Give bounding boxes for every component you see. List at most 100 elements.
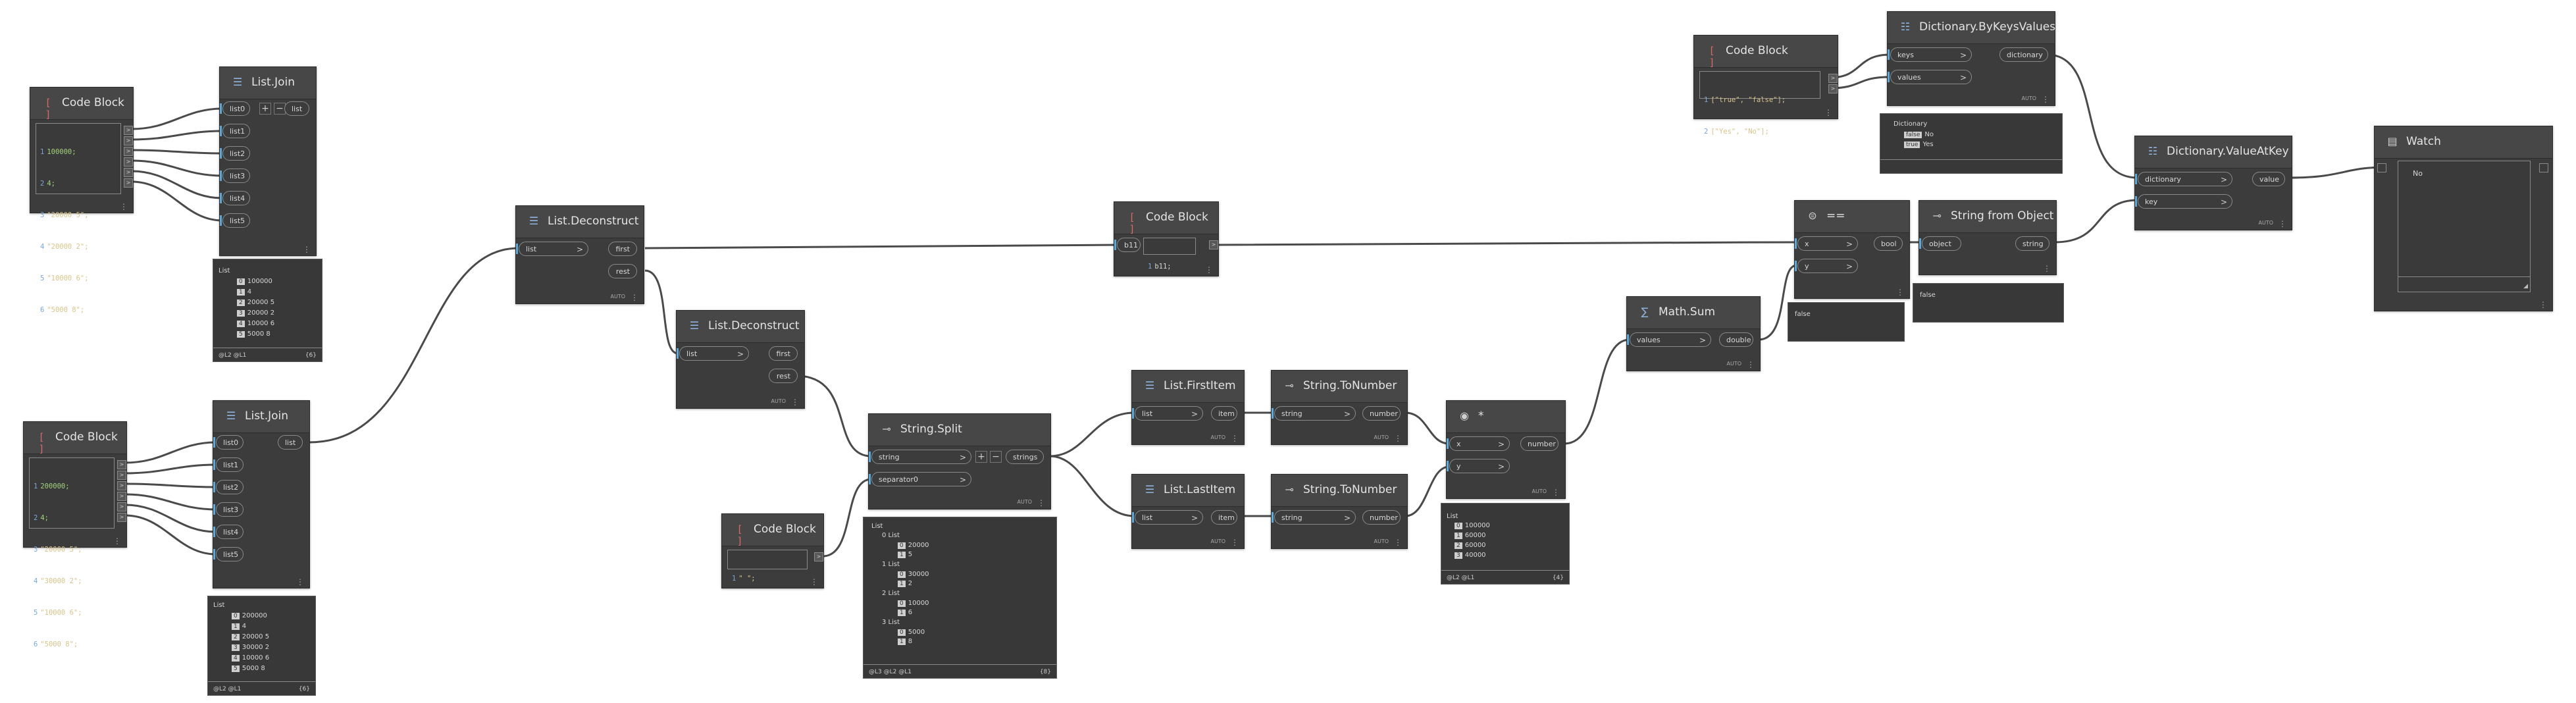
output-port[interactable]: > xyxy=(117,513,126,522)
more-options-icon[interactable]: ⋮ xyxy=(2043,264,2051,273)
node-header[interactable]: [ ] Code Block xyxy=(24,422,126,455)
input-port-dictionary[interactable]: dictionary> xyxy=(2135,172,2232,186)
input-port-list2[interactable]: list2 xyxy=(213,480,244,494)
output-port[interactable]: > xyxy=(117,460,126,469)
more-options-icon[interactable]: ⋮ xyxy=(2539,300,2547,309)
more-options-icon[interactable]: ⋮ xyxy=(1394,538,1402,547)
input-port-list[interactable]: list> xyxy=(516,242,588,256)
output-port[interactable] xyxy=(2539,163,2548,172)
input-port-separator[interactable]: separator0> xyxy=(869,472,971,486)
input-port-list4[interactable]: list4 xyxy=(220,191,250,205)
lacing-label[interactable]: AUTO xyxy=(2021,95,2036,101)
output-port-number[interactable]: number xyxy=(1362,406,1401,421)
lacing-label[interactable]: AUTO xyxy=(1374,434,1389,440)
output-port[interactable]: > xyxy=(124,147,133,156)
input-port-list[interactable]: list> xyxy=(1132,406,1203,421)
output-port-first[interactable]: first xyxy=(769,346,798,361)
node-header[interactable]: ∑ Math.Sum xyxy=(1627,297,1760,329)
more-options-icon[interactable]: ⋮ xyxy=(296,577,304,586)
math-sum-node[interactable]: ∑ Math.Sum values> double AUTO ⋮ xyxy=(1626,296,1761,371)
node-header[interactable]: ☷ Dictionary.ByKeysValues xyxy=(1888,12,2055,44)
input-port-y[interactable]: y> xyxy=(1795,259,1858,273)
add-input-button[interactable]: + xyxy=(975,451,987,463)
string-tonumber-node[interactable]: ⊸ String.ToNumber string> number AUTO ⋮ xyxy=(1271,474,1408,549)
output-port[interactable]: > xyxy=(124,126,133,135)
lacing-label[interactable]: AUTO xyxy=(1532,488,1547,494)
node-header[interactable]: ▤ Watch xyxy=(2375,126,2552,159)
list-deconstruct-node[interactable]: ☰ List.Deconstruct list> first rest AUTO… xyxy=(676,310,805,409)
more-options-icon[interactable]: ⋮ xyxy=(303,245,311,254)
node-header[interactable]: ☰ List.Join xyxy=(213,401,309,433)
lacing-label[interactable]: AUTO xyxy=(2258,220,2273,226)
input-port-list0[interactable]: list0 xyxy=(220,101,250,116)
output-port[interactable]: > xyxy=(1209,240,1218,249)
string-tonumber-node[interactable]: ⊸ String.ToNumber string> number AUTO ⋮ xyxy=(1271,370,1408,445)
multiply-node[interactable]: ◉ * x> number y> AUTO ⋮ xyxy=(1446,400,1566,499)
output-port-value[interactable]: value xyxy=(2252,172,2285,186)
more-options-icon[interactable]: ⋮ xyxy=(791,398,799,407)
output-port[interactable]: > xyxy=(124,178,133,188)
output-port-rest[interactable]: rest xyxy=(769,369,798,383)
input-port-list1[interactable]: list1 xyxy=(220,124,250,138)
code-block-node[interactable]: [ ] Code Block 1["true", "false"]; 2["Ye… xyxy=(1693,35,1838,136)
output-port[interactable]: > xyxy=(814,552,823,561)
code-block-node[interactable]: [ ] Code Block 1" "; > ⋮ xyxy=(721,513,824,588)
output-port-rest[interactable]: rest xyxy=(608,264,637,278)
lacing-label[interactable]: AUTO xyxy=(1210,538,1225,544)
input-port-list5[interactable]: list5 xyxy=(220,213,250,228)
output-port[interactable]: > xyxy=(1828,84,1838,93)
remove-input-button[interactable]: − xyxy=(990,451,1002,463)
output-port[interactable]: > xyxy=(117,471,126,480)
node-header[interactable]: ⊸ String.ToNumber xyxy=(1272,475,1407,507)
output-port[interactable]: > xyxy=(117,492,126,501)
output-port-double[interactable]: double xyxy=(1719,332,1753,347)
node-header[interactable]: ☷ Dictionary.ValueAtKey xyxy=(2135,136,2292,169)
output-port[interactable]: > xyxy=(117,502,126,511)
node-header[interactable]: ⊸ String from Object xyxy=(1919,201,2056,233)
input-port-y[interactable]: y> xyxy=(1447,459,1510,473)
node-header[interactable]: ☰ List.FirstItem xyxy=(1132,371,1244,403)
list-firstitem-node[interactable]: ☰ List.FirstItem list> item AUTO ⋮ xyxy=(1131,370,1245,445)
lacing-label[interactable]: AUTO xyxy=(610,294,625,299)
input-port-list[interactable]: list> xyxy=(1132,510,1203,525)
output-port-list[interactable]: list xyxy=(284,101,309,116)
node-header[interactable]: [ ] Code Block xyxy=(722,514,823,547)
lacing-label[interactable]: AUTO xyxy=(1374,538,1389,544)
node-header[interactable]: ☰ List.Deconstruct xyxy=(516,206,644,238)
output-port-dictionary[interactable]: dictionary xyxy=(1999,47,2048,62)
more-options-icon[interactable]: ⋮ xyxy=(1205,265,1213,274)
node-header[interactable]: ☰ List.Deconstruct xyxy=(677,311,804,343)
more-options-icon[interactable]: ⋮ xyxy=(1824,108,1832,117)
node-header[interactable]: ⊜ == xyxy=(1795,201,1909,233)
output-port[interactable]: > xyxy=(124,168,133,177)
resize-handle-icon[interactable]: ◢ xyxy=(2523,283,2528,290)
output-port-item[interactable]: item xyxy=(1211,510,1237,525)
node-header[interactable]: [ ] Code Block xyxy=(30,88,133,120)
input-port-string[interactable]: string> xyxy=(1272,510,1356,525)
input-port-list1[interactable]: list1 xyxy=(213,457,244,472)
list-deconstruct-node[interactable]: ☰ List.Deconstruct list> first rest AUTO… xyxy=(515,205,644,304)
output-port-first[interactable]: first xyxy=(608,242,637,256)
node-header[interactable]: ☰ List.Join xyxy=(220,67,316,99)
output-port-string[interactable]: string xyxy=(2015,236,2049,251)
input-port-list4[interactable]: list4 xyxy=(213,525,244,539)
node-header[interactable]: ◉ * xyxy=(1447,401,1565,433)
input-port-x[interactable]: x> xyxy=(1447,436,1510,451)
output-port-item[interactable]: item xyxy=(1211,406,1237,421)
more-options-icon[interactable]: ⋮ xyxy=(1896,288,1904,297)
code-editor[interactable]: 1["true", "false"]; 2["Yes", "No"]; xyxy=(1699,71,1820,136)
input-port-object[interactable]: object xyxy=(1919,236,1961,251)
more-options-icon[interactable]: ⋮ xyxy=(1231,538,1239,547)
more-options-icon[interactable]: ⋮ xyxy=(113,536,121,546)
more-options-icon[interactable]: ⋮ xyxy=(631,293,638,302)
output-port[interactable]: > xyxy=(124,157,133,167)
node-header[interactable]: [ ] Code Block xyxy=(1114,202,1218,235)
node-header[interactable]: ⊸ String.Split xyxy=(869,414,1050,446)
more-options-icon[interactable]: ⋮ xyxy=(1231,434,1239,443)
dictionary-bykeysvalues-node[interactable]: ☷ Dictionary.ByKeysValues keys> dictiona… xyxy=(1887,11,2055,106)
string-split-node[interactable]: ⊸ String.Split string> + − strings separ… xyxy=(868,413,1051,509)
node-header[interactable]: [ ] Code Block xyxy=(1694,36,1838,68)
